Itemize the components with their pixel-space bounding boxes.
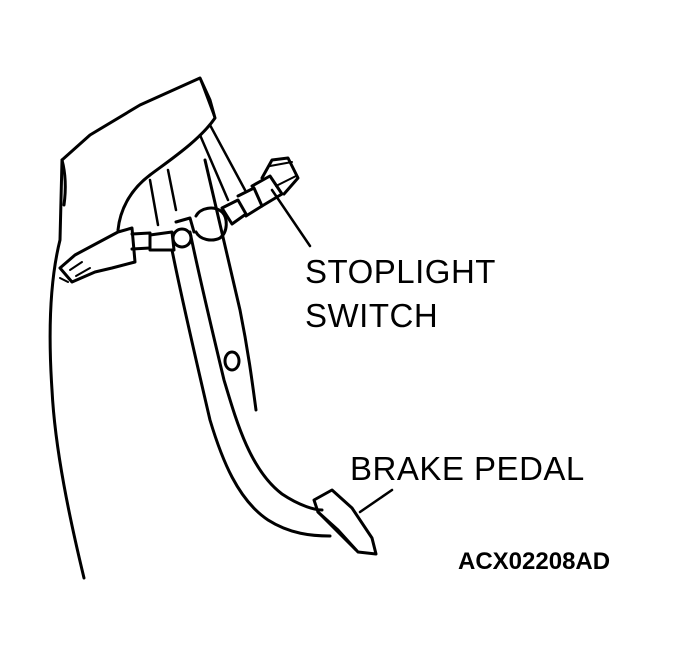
dashboard-panel <box>48 76 217 580</box>
pedal-pad <box>312 488 378 556</box>
stoplight-label-line1: STOPLIGHT <box>305 253 496 290</box>
stoplight-label-line2: SWITCH <box>305 297 439 334</box>
figure-code: ACX02208AD <box>458 548 611 575</box>
brake-pedal-arm <box>170 158 332 538</box>
brake-pedal-leader <box>358 488 394 514</box>
push-rod <box>130 216 196 252</box>
brake-pedal-label: BRAKE PEDAL <box>350 450 585 487</box>
pedal-bracket <box>58 123 247 284</box>
stoplight-switch <box>194 156 300 242</box>
stoplight-switch-label: STOPLIGHT SWITCH <box>305 250 496 338</box>
stoplight-switch-leader <box>270 188 312 248</box>
